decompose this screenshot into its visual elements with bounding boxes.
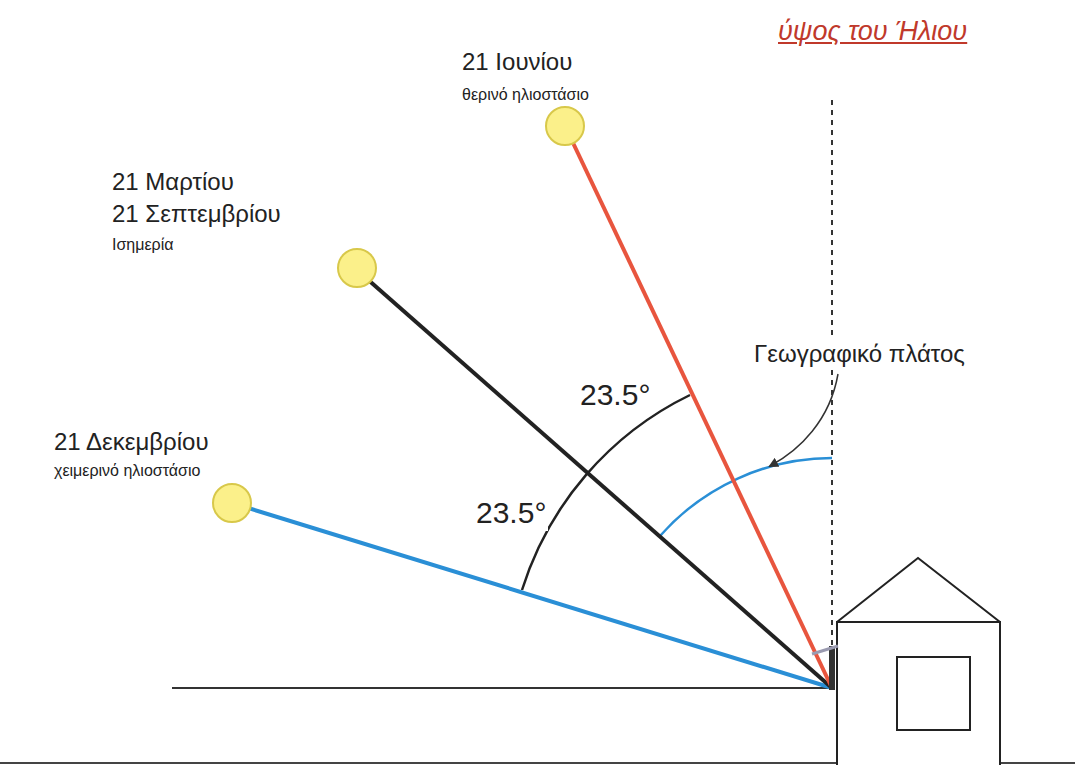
equinox-sun-ray: [357, 270, 832, 688]
latitude-pointer: [770, 374, 838, 466]
label-note: θερινό ηλιοστάσιο: [460, 86, 591, 104]
overhang-mark: [812, 646, 838, 654]
winter-sun: [213, 484, 251, 522]
angle-value: 23.5°: [474, 496, 548, 531]
summer-sun-ray: [565, 126, 832, 688]
house-body: [837, 622, 1000, 765]
label-date: 21 Δεκεμβρίου: [52, 428, 211, 456]
house-roof: [837, 558, 1000, 622]
wall-element: [829, 646, 835, 690]
label-note: χειμερινό ηλιοστάσιο: [52, 462, 202, 480]
label-note: Ισημερία: [110, 236, 175, 254]
ground-line: [172, 687, 832, 689]
axis-label: Γεωγραφικό πλάτος: [752, 340, 967, 368]
label-date: 21 Σεπτεμβρίου: [110, 200, 283, 228]
summer-sun: [546, 107, 584, 145]
declination-arc: [522, 395, 690, 590]
house-window: [897, 657, 970, 730]
label-date: 21 Ιουνίου: [460, 48, 574, 76]
equinox-sun: [338, 249, 376, 287]
latitude-arc: [660, 458, 832, 536]
winter-sun-ray: [232, 503, 832, 688]
label-date: 21 Μαρτίου: [110, 168, 236, 196]
angle-value: 23.5°: [578, 378, 652, 413]
diagram-title: ύψος του Ήλιου: [776, 16, 969, 47]
